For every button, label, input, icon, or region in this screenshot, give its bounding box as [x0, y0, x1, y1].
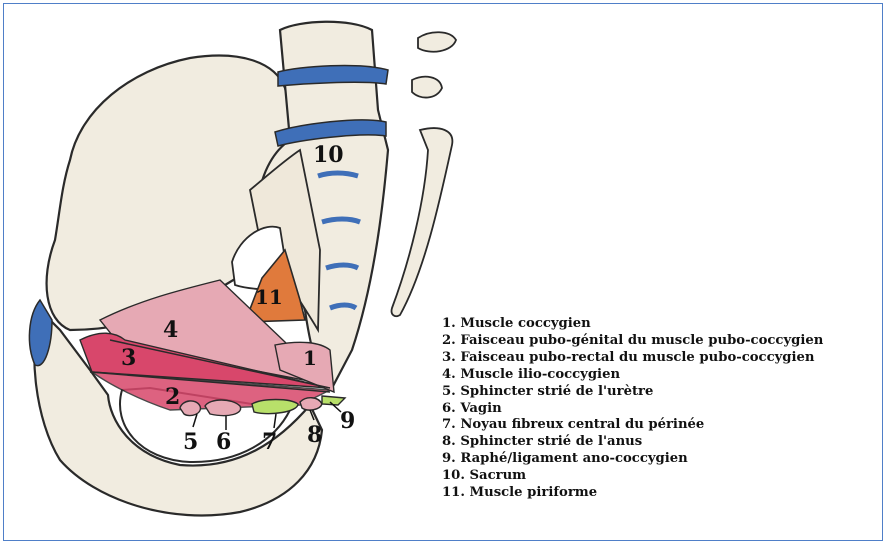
disc-top: [278, 66, 388, 86]
label-10: 10: [313, 142, 344, 168]
legend-item: 11. Muscle piriforme: [442, 485, 823, 502]
urethra-sphincter: [180, 401, 200, 416]
label-4: 4: [163, 317, 178, 343]
label-5: 5: [183, 429, 198, 455]
label-9: 9: [340, 408, 355, 434]
legend-item: 9. Raphé/ligament ano-coccygien: [442, 451, 823, 468]
vagina: [205, 400, 241, 416]
label-1: 1: [303, 346, 317, 370]
label-7: 7: [262, 429, 277, 455]
label-3: 3: [121, 345, 136, 371]
legend-item: 8. Sphincter strié de l'anus: [442, 434, 823, 451]
legend-item: 2. Faisceau pubo-génital du muscle pubo-…: [442, 333, 823, 350]
label-8: 8: [307, 422, 322, 448]
legend-item: 1. Muscle coccygien: [442, 316, 823, 333]
label-2: 2: [165, 384, 180, 410]
label-11: 11: [255, 285, 283, 309]
legend-item: 6. Vagin: [442, 401, 823, 418]
legend-item: 10. Sacrum: [442, 468, 823, 485]
legend: 1. Muscle coccygien 2. Faisceau pubo-gén…: [442, 316, 823, 502]
legend-item: 5. Sphincter strié de l'urètre: [442, 384, 823, 401]
anal-sphincter: [300, 398, 322, 410]
legend-item: 7. Noyau fibreux central du périnée: [442, 417, 823, 434]
vertebra-piece: [418, 32, 456, 51]
legend-item: 4. Muscle ilio-coccygien: [442, 367, 823, 384]
anococcygeal-raphe: [322, 396, 345, 405]
vertebra-piece: [412, 77, 442, 98]
legend-item: 3. Faisceau pubo-rectal du muscle pubo-c…: [442, 350, 823, 367]
perineal-body: [252, 400, 298, 414]
coccyx-curve: [392, 128, 453, 316]
label-6: 6: [216, 429, 231, 455]
